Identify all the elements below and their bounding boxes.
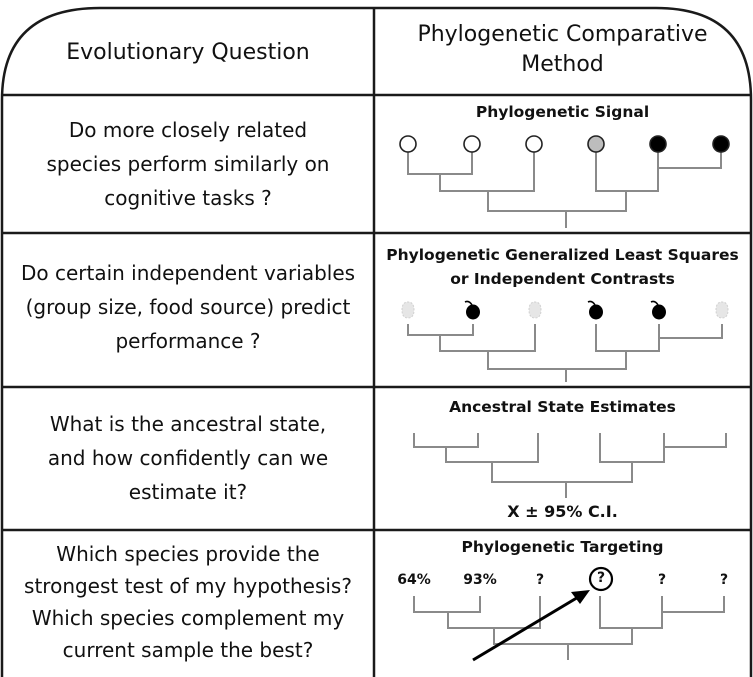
tip-fruit-light xyxy=(401,301,415,319)
signal-tree xyxy=(407,152,722,228)
pgls-tips xyxy=(401,300,729,320)
question-line: Do certain independent variables xyxy=(20,261,356,285)
question-4: Which species provide the strongest test… xyxy=(2,538,374,666)
tip-label: ? xyxy=(657,572,667,588)
header-method: Phylogenetic Comparative Method xyxy=(374,20,751,80)
question-line: Which species complement my xyxy=(31,606,345,630)
tip-fruit-dark xyxy=(464,300,480,320)
tip-circle-gray xyxy=(587,135,605,153)
tip-label: 93% xyxy=(463,572,497,588)
tip-label: ? xyxy=(596,570,606,586)
question-1: Do more closely related species perform … xyxy=(2,113,374,215)
question-line: strongest test of my hypothesis? xyxy=(24,574,352,598)
targeting-tree xyxy=(413,596,725,660)
question-line: Do more closely related xyxy=(68,118,308,142)
target-arrow xyxy=(472,590,590,662)
method-title-ancestral: Ancestral State Estimates xyxy=(449,398,676,416)
outer-border xyxy=(0,6,753,677)
tip-circle-black xyxy=(712,135,730,153)
estimate-label: X ± 95% C.I. xyxy=(507,502,618,521)
tip-label: ? xyxy=(719,572,729,588)
tip-circle-white xyxy=(525,135,543,153)
pgls-tree xyxy=(407,324,723,382)
tip-fruit-light xyxy=(715,301,729,319)
tip-label: ? xyxy=(535,572,545,588)
ancestral-tree xyxy=(413,433,727,498)
question-line: performance ? xyxy=(115,329,261,353)
question-line: (group size, food source) predict xyxy=(25,295,351,319)
signal-tips xyxy=(399,135,730,153)
method-title-line: Phylogenetic Generalized Least Squares xyxy=(386,246,739,264)
tip-label: 64% xyxy=(397,572,431,588)
question-line: cognitive tasks ? xyxy=(104,186,272,210)
header-method-line: Method xyxy=(521,52,604,77)
question-line: species perform similarly on xyxy=(46,152,330,176)
header-method-line: Phylogenetic Comparative xyxy=(417,22,708,47)
question-line: and how confidently can we xyxy=(47,446,329,470)
tip-fruit-dark xyxy=(587,300,603,320)
question-line: estimate it? xyxy=(128,480,248,504)
question-3: What is the ancestral state, and how con… xyxy=(2,407,374,509)
tip-circle-black xyxy=(649,135,667,153)
question-2: Do certain independent variables (group … xyxy=(2,256,374,358)
tip-circle-white xyxy=(399,135,417,153)
method-title-signal: Phylogenetic Signal xyxy=(475,103,650,121)
tip-fruit-light xyxy=(528,301,542,319)
method-title-line: or Independent Contrasts xyxy=(450,270,675,288)
question-line: current sample the best? xyxy=(62,638,314,662)
method-title-pgls: Phylogenetic Generalized Least Squares o… xyxy=(374,243,751,291)
target-circle xyxy=(588,566,614,592)
header-evolutionary-question: Evolutionary Question xyxy=(66,40,310,65)
tip-fruit-dark xyxy=(650,300,666,320)
method-title-targeting: Phylogenetic Targeting xyxy=(461,538,664,556)
question-line: What is the ancestral state, xyxy=(49,412,327,436)
question-line: Which species provide the xyxy=(56,542,320,566)
tip-circle-white xyxy=(463,135,481,153)
